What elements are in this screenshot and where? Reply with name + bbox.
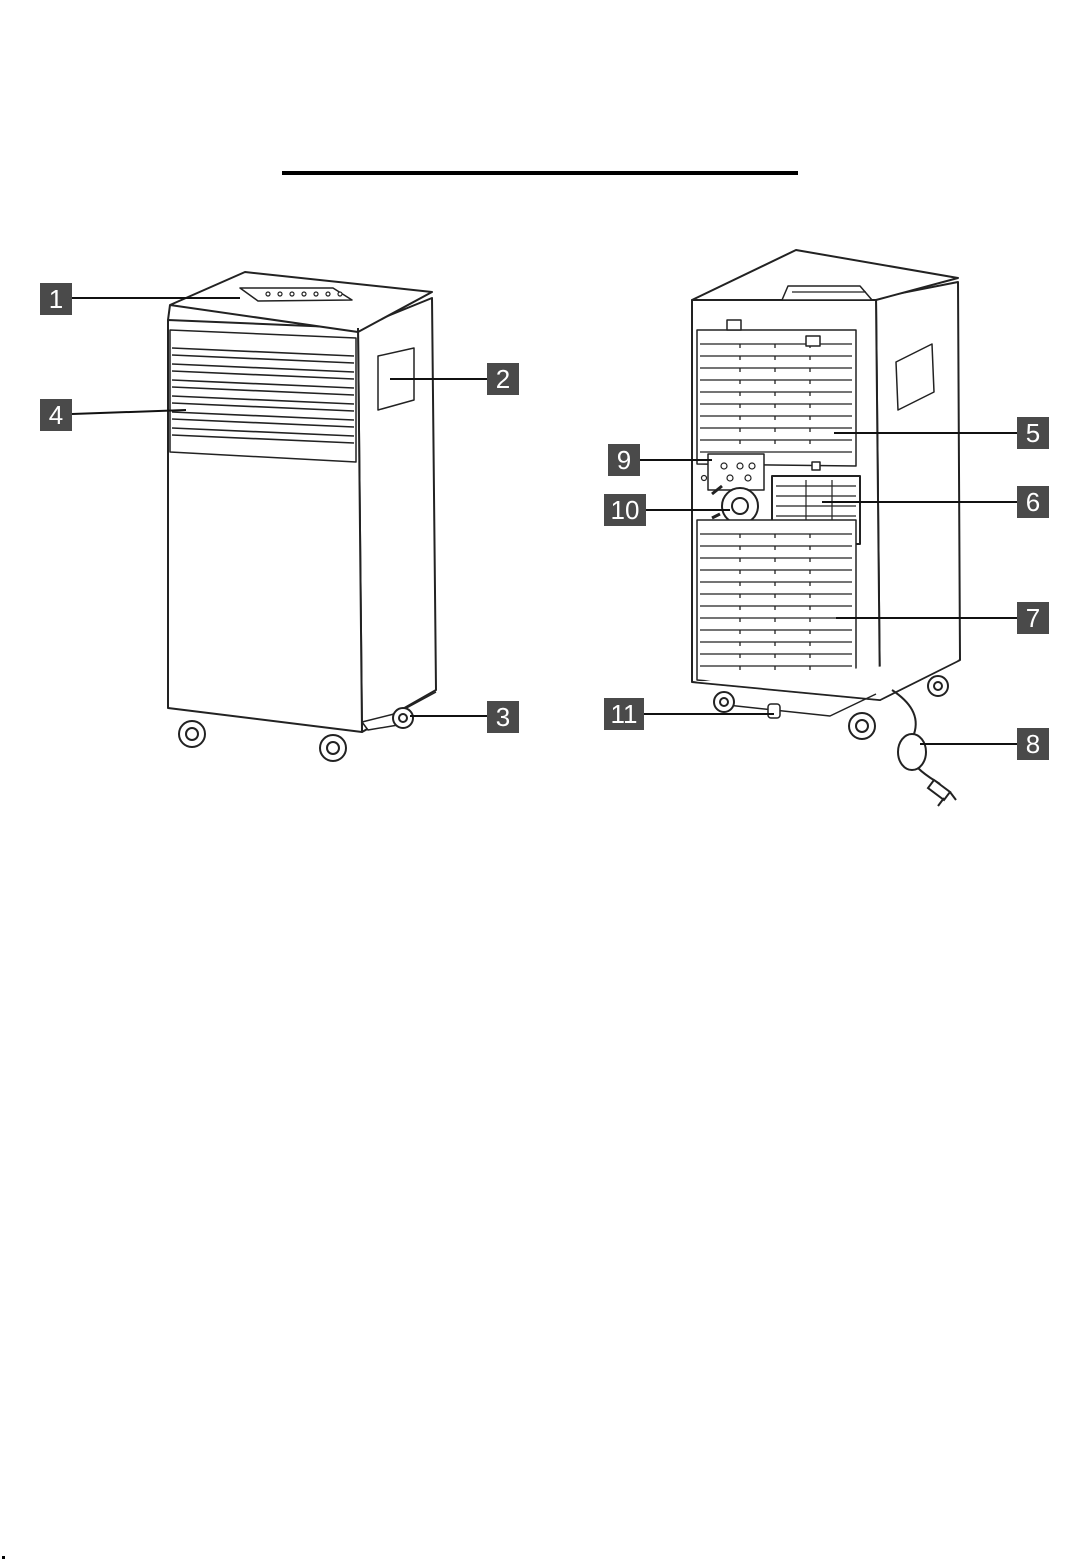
callout-number: 7 — [1026, 603, 1040, 633]
callout-4: 4 — [40, 399, 186, 431]
callout-number: 1 — [49, 284, 63, 314]
rear-unit-illustration — [692, 250, 960, 739]
callout-number: 4 — [49, 400, 63, 430]
callout-number: 3 — [496, 702, 510, 732]
callout-3: 3 — [410, 701, 519, 733]
callout-11: 11 — [604, 698, 774, 730]
callout-number: 5 — [1026, 418, 1040, 448]
callout-number: 6 — [1026, 487, 1040, 517]
callout-number: 9 — [617, 445, 631, 475]
callout-number: 11 — [611, 699, 638, 729]
plug-icon — [928, 780, 956, 806]
callout-number: 8 — [1026, 729, 1040, 759]
corner-mark — [2, 1556, 5, 1559]
callout-8: 8 — [920, 728, 1049, 760]
front-unit-illustration — [168, 272, 436, 761]
callout-number: 2 — [496, 364, 510, 394]
power-cord — [892, 690, 956, 806]
callout-number: 10 — [611, 495, 640, 525]
